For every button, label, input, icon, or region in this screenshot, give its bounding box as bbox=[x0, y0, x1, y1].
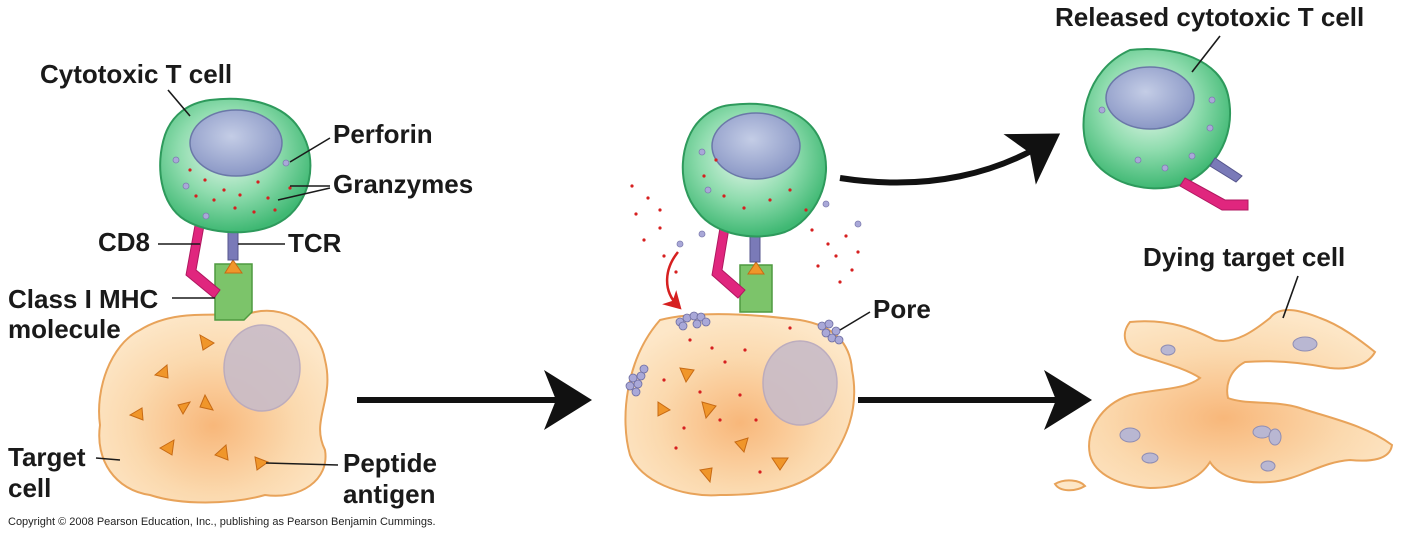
red-arrow-perforin-to-membrane bbox=[662, 251, 682, 310]
panel-2-perforin-release: Pore bbox=[624, 102, 931, 497]
granzymes-1 bbox=[188, 168, 292, 214]
label-dying-target-cell: Dying target cell bbox=[1143, 242, 1345, 272]
t-cell-2-nucleus bbox=[711, 112, 801, 180]
class-i-mhc-molecule-1 bbox=[214, 263, 253, 321]
panel-3-outcome: Released cytotoxic T cell Dying target c… bbox=[1053, 2, 1394, 492]
label-released-cytotoxic-t-cell: Released cytotoxic T cell bbox=[1055, 2, 1364, 32]
perforin-granules-1 bbox=[172, 156, 290, 220]
dying-cell-nuclear-fragments bbox=[1119, 336, 1318, 472]
label-class-i-mhc-molecule: molecule bbox=[8, 314, 121, 344]
label-target-cell: cell bbox=[8, 473, 51, 503]
label-granzymes: Granzymes bbox=[333, 169, 473, 199]
cd8-1 bbox=[185, 219, 221, 299]
antigen-in-mhc-1 bbox=[224, 259, 243, 274]
label-target: Target bbox=[8, 442, 86, 472]
target-cell-1-nucleus bbox=[223, 324, 301, 412]
label-cytotoxic-t-cell: Cytotoxic T cell bbox=[40, 59, 232, 89]
released-t-cell-nucleus bbox=[1105, 66, 1195, 130]
label-cd8: CD8 bbox=[98, 227, 150, 257]
released-perforin bbox=[1098, 96, 1216, 172]
released-tcr bbox=[1209, 157, 1243, 183]
granzymes-released-2 bbox=[630, 158, 860, 284]
label-class-i-mhc: Class I MHC bbox=[8, 284, 158, 314]
peptide-antigens-2 bbox=[657, 367, 789, 484]
label-perforin: Perforin bbox=[333, 119, 433, 149]
label-antigen: antigen bbox=[343, 479, 435, 509]
copyright-notice: Copyright © 2008 Pearson Education, Inc.… bbox=[8, 516, 436, 528]
granzymes-in-target-2 bbox=[662, 326, 792, 474]
target-cell-2-nucleus bbox=[762, 340, 838, 426]
label-pore: Pore bbox=[873, 294, 931, 324]
perforin-granules-2 bbox=[676, 148, 862, 248]
label-tcr: TCR bbox=[288, 228, 342, 258]
dying-target-cell-fragments bbox=[1053, 309, 1394, 492]
pores bbox=[625, 311, 844, 397]
label-peptide: Peptide bbox=[343, 448, 437, 478]
panel-1-recognition: Cytotoxic T cell Perforin Granzymes CD8 … bbox=[8, 59, 473, 509]
released-cd8 bbox=[1179, 177, 1249, 211]
target-cell-1 bbox=[98, 309, 329, 504]
tcr-1 bbox=[227, 229, 239, 261]
peptide-antigens-1 bbox=[128, 334, 270, 471]
antigen-in-mhc-2 bbox=[747, 261, 765, 275]
t-cell-1-nucleus bbox=[189, 109, 283, 177]
arrow-t-cell-release bbox=[839, 133, 1061, 186]
